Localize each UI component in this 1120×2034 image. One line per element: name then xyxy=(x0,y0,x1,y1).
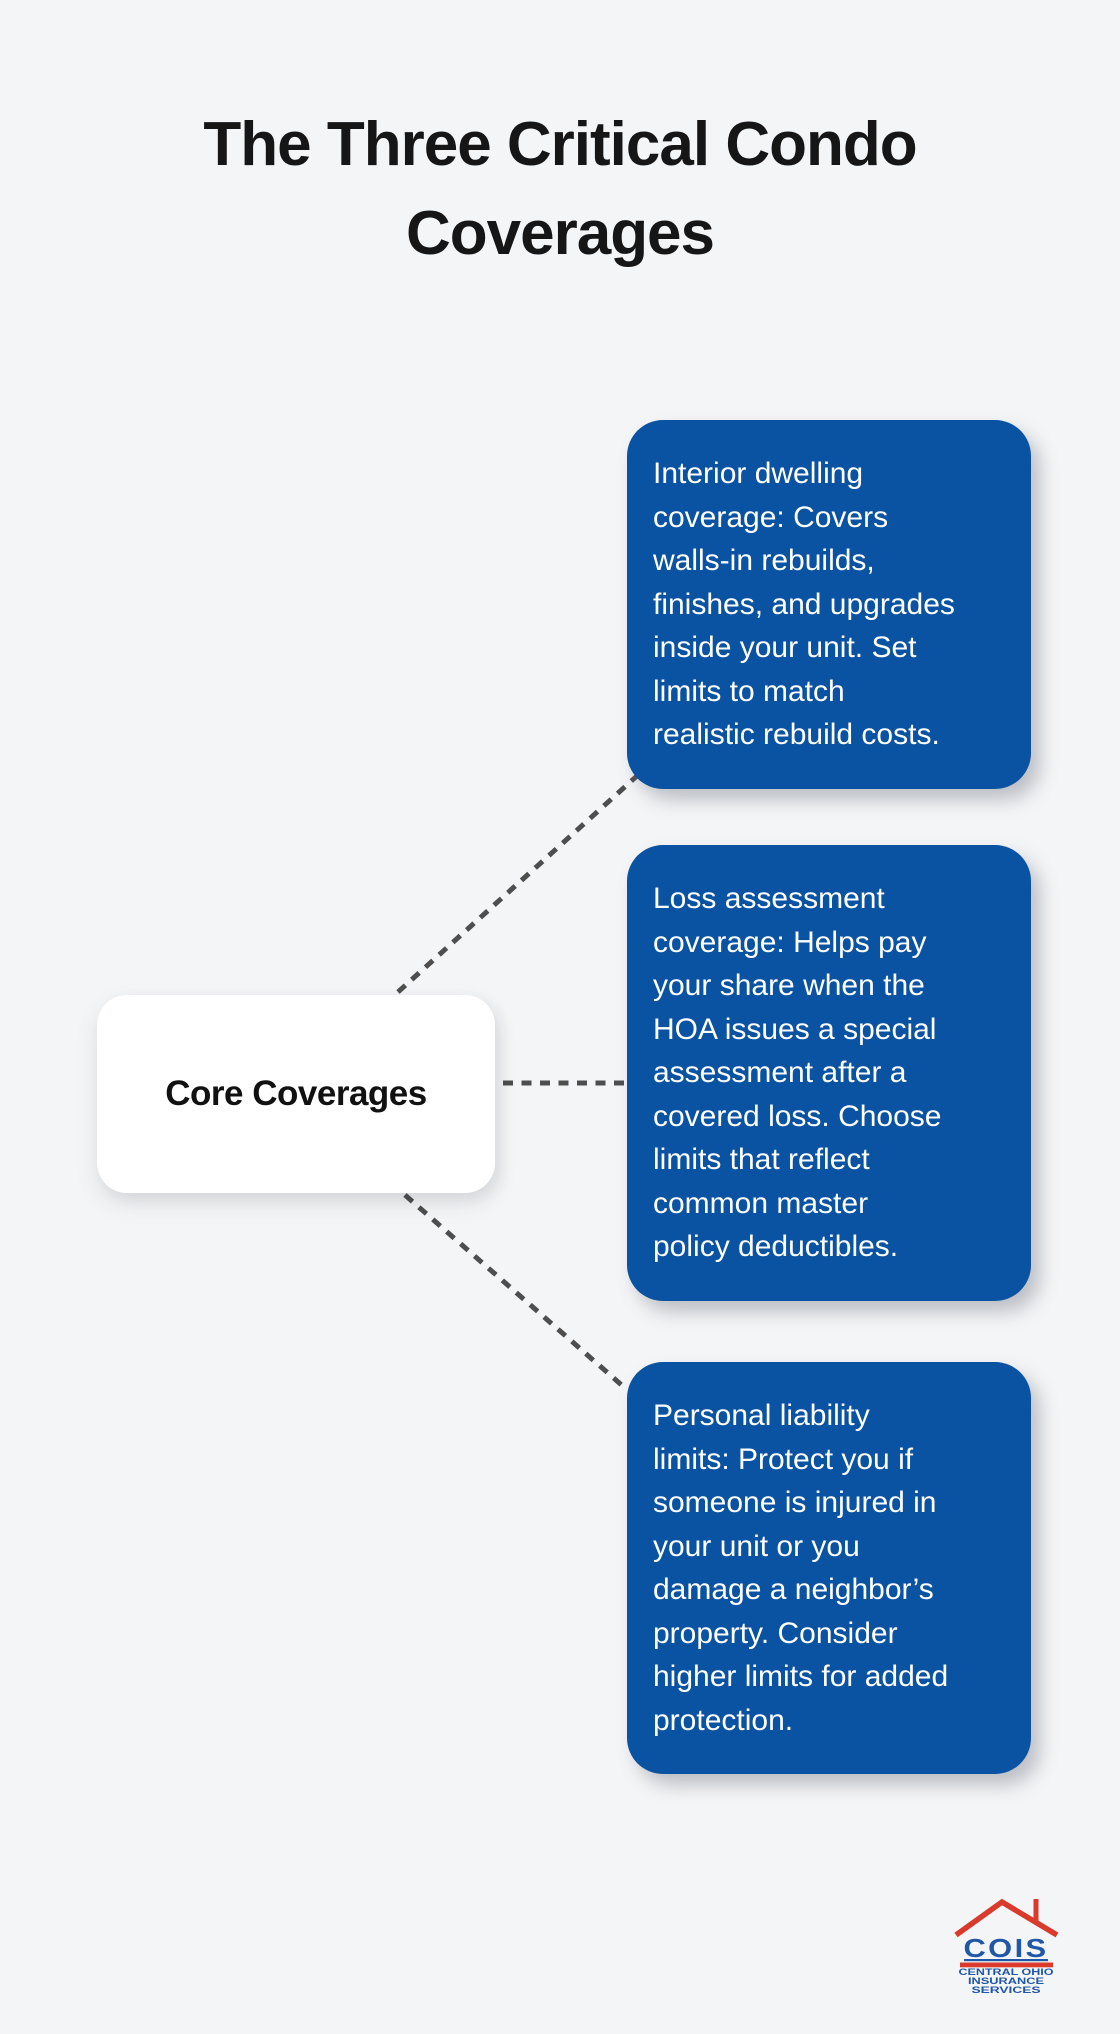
branch-interior-dwelling-text: Interior dwelling coverage: Covers walls… xyxy=(653,457,955,751)
branch-loss-assessment: Loss assessment coverage: Helps pay your… xyxy=(627,845,1031,1301)
branch-interior-dwelling: Interior dwelling coverage: Covers walls… xyxy=(627,420,1031,789)
branch-personal-liability-text: Personal liability limits: Protect you i… xyxy=(653,1399,949,1737)
logo-line-insurance: INSURANCE xyxy=(968,1976,1044,1987)
connector-bottom xyxy=(403,1193,627,1390)
root-node-core-coverages: Core Coverages xyxy=(97,995,495,1193)
logo-abbr: COIS xyxy=(964,1933,1049,1963)
branch-loss-assessment-text: Loss assessment coverage: Helps pay your… xyxy=(653,882,942,1263)
logo-line-central-ohio: CENTRAL OHIO xyxy=(959,1967,1054,1978)
logo-roof-icon xyxy=(954,1898,1059,1938)
cois-company-logo: COIS CENTRAL OHIO INSURANCE SERVICES xyxy=(954,1898,1059,1995)
root-node-label: Core Coverages xyxy=(165,1074,427,1113)
logo-line-services: SERVICES xyxy=(972,1985,1041,1995)
branch-personal-liability: Personal liability limits: Protect you i… xyxy=(627,1362,1031,1774)
logo-red-bar xyxy=(960,1962,1053,1968)
logo-blue-underline xyxy=(964,1959,1048,1962)
page-title: The Three Critical Condo Coverages xyxy=(203,110,917,268)
connector-top xyxy=(396,773,640,994)
